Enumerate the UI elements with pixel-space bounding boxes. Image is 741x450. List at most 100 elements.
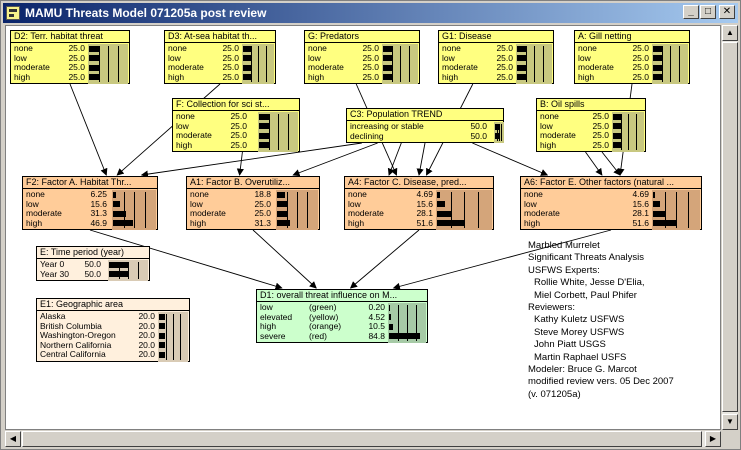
node-title[interactable]: E: Time period (year) [37,247,149,259]
scroll-up-button[interactable]: ▲ [722,25,738,41]
netica-doc-icon[interactable] [6,6,20,20]
state-row[interactable]: high(orange)10.5 [257,321,427,332]
minimize-button[interactable]: _ [683,5,699,19]
state-row[interactable]: low(green)0.20 [257,302,427,313]
vertical-scroll-thumb[interactable] [722,42,738,412]
node-title[interactable]: G: Predators [305,31,419,43]
node-title[interactable]: C3: Population TREND [347,109,503,121]
horizontal-scrollbar[interactable]: ◀ ▶ [5,431,721,447]
node-title[interactable]: B: Oil spills [537,99,645,111]
node-title[interactable]: F: Collection for sci st... [173,99,299,111]
vertical-scrollbar[interactable]: ▲ ▼ [722,25,738,430]
scroll-down-button[interactable]: ▼ [722,414,738,430]
node-title[interactable]: D1: overall threat influence on M... [257,290,427,302]
node-title[interactable]: A6: Factor E. Other factors (natural ... [521,177,701,189]
state-row[interactable]: severe(red)84.8 [257,331,427,342]
close-button[interactable]: ✕ [719,5,735,19]
node-title[interactable]: E1: Geographic area [37,299,189,311]
node-title[interactable]: A1: Factor B. Overutiliz... [187,177,319,189]
node-title[interactable]: A: Gill netting [575,31,689,43]
node-a6[interactable]: A6: Factor E. Other factors (natural ...… [520,176,702,230]
scroll-left-button[interactable]: ◀ [5,431,21,447]
node-title[interactable]: D2: Terr. habitat threat [11,31,129,43]
node-title[interactable]: F2: Factor A. Habitat Thr... [23,177,157,189]
title-bar[interactable]: MAMU Threats Model 071205a post review _… [3,3,738,23]
node-title[interactable]: D3: At-sea habitat th... [165,31,275,43]
node-title[interactable]: A4: Factor C. Disease, pred... [345,177,493,189]
resize-grip[interactable] [722,431,738,447]
scroll-right-button[interactable]: ▶ [705,431,721,447]
node-d1[interactable]: D1: overall threat influence on M...low(… [256,289,428,343]
state-row[interactable]: elevated(yellow)4.52 [257,312,427,323]
maximize-button[interactable]: □ [700,5,716,19]
node-title[interactable]: G1: Disease [439,31,553,43]
